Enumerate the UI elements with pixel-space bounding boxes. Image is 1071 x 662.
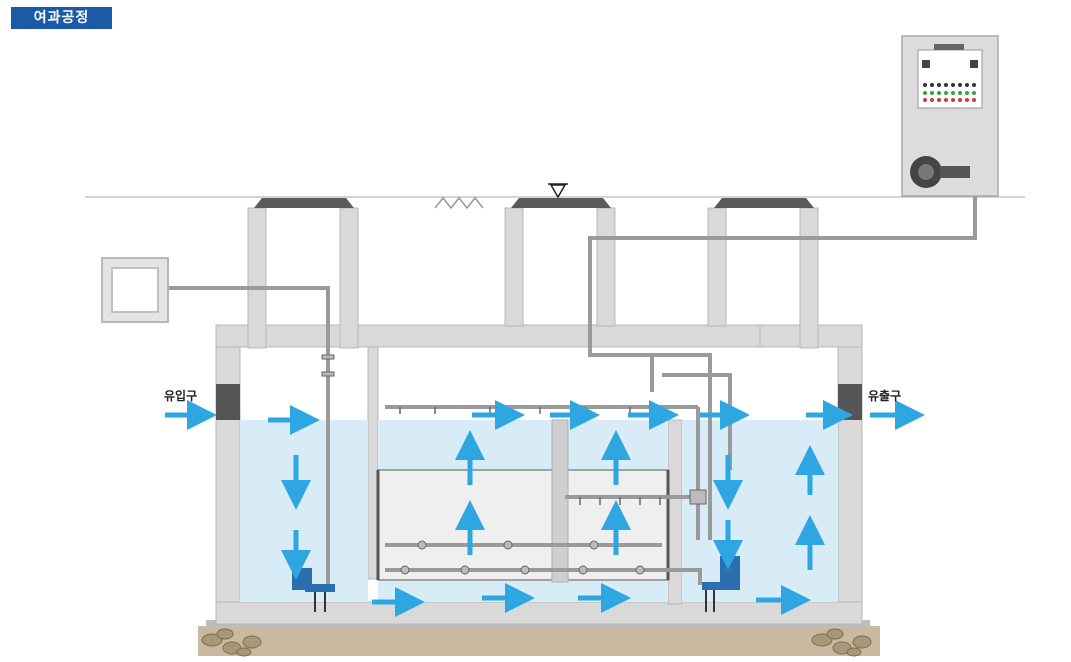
manhole-covers xyxy=(254,198,814,208)
gravel-right xyxy=(811,628,872,657)
piping xyxy=(168,173,977,590)
inlet-opening xyxy=(216,384,240,420)
page-title: 여과공정 xyxy=(11,7,112,29)
center-baffle xyxy=(551,419,569,583)
flow-arrows xyxy=(165,400,925,617)
tank-concrete xyxy=(215,207,863,625)
pipe-fittings xyxy=(321,354,707,575)
zigzag-icon xyxy=(434,196,484,210)
foundation-slab xyxy=(198,626,880,656)
inlet-label: 유입구 xyxy=(164,389,197,403)
blower-icon xyxy=(910,156,970,188)
filter-media xyxy=(377,469,669,581)
outlet-opening xyxy=(838,384,862,420)
triangle-down-icon xyxy=(549,184,567,199)
outlet-label: 유출구 xyxy=(868,388,901,403)
gravel-left xyxy=(201,628,262,657)
